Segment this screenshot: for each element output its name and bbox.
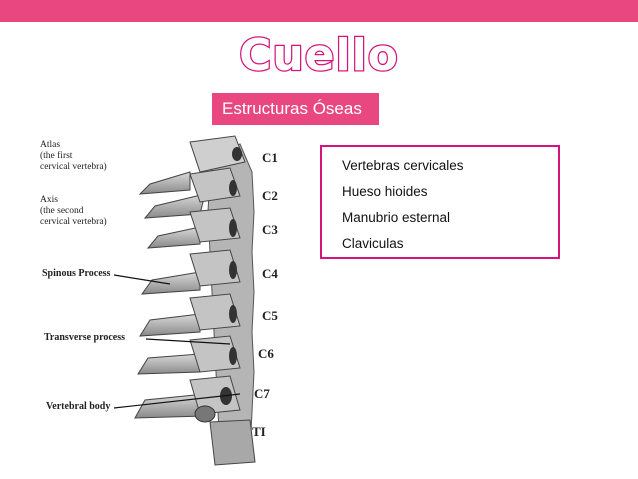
level-label: C1 (262, 150, 278, 165)
level-label: C3 (262, 222, 278, 237)
level-label: TI (252, 424, 266, 439)
level-label: C5 (262, 308, 278, 323)
atlas-label-line: cervical vertebra) (40, 162, 107, 172)
axis-label-line: (the second (40, 206, 84, 216)
level-label: C4 (262, 266, 278, 281)
level-label: C2 (262, 188, 278, 203)
atlas-label: Atlas (the first cervical vertebra) (40, 140, 107, 173)
atlas-label-line: Atlas (40, 140, 61, 150)
top-accent-bar (0, 0, 638, 22)
axis-label-line: Axis (40, 195, 58, 205)
list-item: Manubrio esternal (342, 210, 451, 225)
transverse-leader-line (145, 338, 231, 345)
spinous-leader-line (113, 274, 171, 285)
subtitle-text: Estructuras Óseas (222, 99, 362, 118)
vertebral-body-label: Vertebral body (46, 401, 111, 412)
axis-label: Axis (the second cervical vertebra) (40, 195, 107, 228)
subtitle-banner: Estructuras Óseas (212, 93, 379, 125)
slide-title: Cuello (238, 29, 399, 83)
cervical-spine-illustration: Atlas (the first cervical vertebra) Axis… (40, 132, 310, 477)
list-item: Hueso hioides (342, 184, 428, 199)
axis-label-line: cervical vertebra) (40, 217, 107, 227)
spinous-process-label: Spinous Process (42, 268, 111, 279)
list-item: Claviculas (342, 236, 404, 251)
atlas-label-line: (the first (40, 151, 73, 161)
list-item: Vertebras cervicales (342, 158, 464, 173)
level-label: C6 (258, 346, 274, 361)
body-leader-line (113, 393, 241, 409)
spine-drawing (113, 135, 256, 466)
level-label: C7 (254, 386, 270, 401)
bone-structures-list: Vertebras cervicales Hueso hioides Manub… (320, 145, 560, 259)
transverse-process-label: Transverse process (44, 332, 126, 343)
